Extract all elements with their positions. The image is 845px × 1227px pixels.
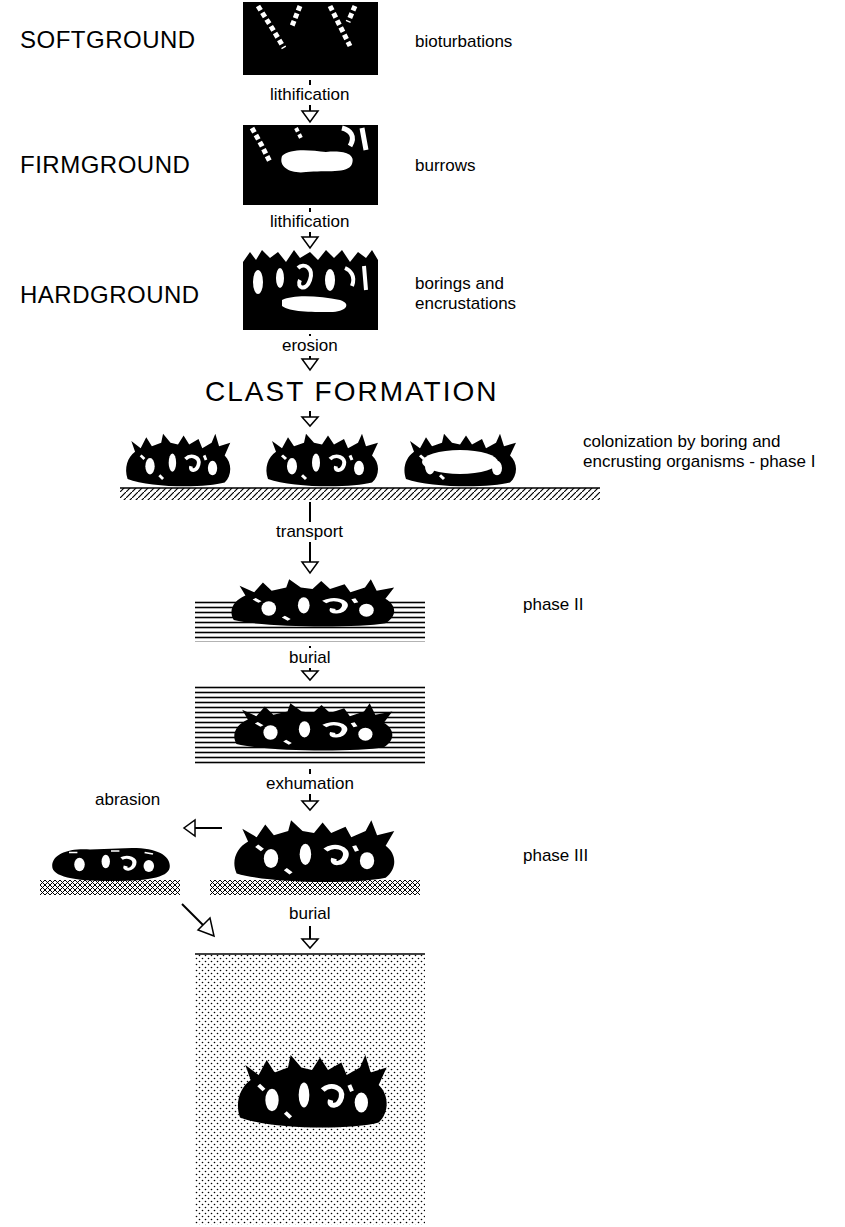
abrasion-arrow <box>184 820 222 836</box>
arrow-head <box>302 359 318 370</box>
flow-arrow <box>182 904 214 936</box>
stage-caption: phase II <box>523 595 584 615</box>
flow-arrow <box>302 926 318 948</box>
softground-block <box>243 2 378 75</box>
hardground-block <box>243 250 378 330</box>
stage-group: CLAST FORMATION colonization by boring an… <box>15 370 837 502</box>
flow-arrow <box>302 411 318 426</box>
stage-heading: HARDGROUND <box>20 280 200 310</box>
stage-caption: burrows <box>415 156 475 176</box>
process-label: burial <box>286 648 334 668</box>
process-label: burial <box>286 904 334 924</box>
process-label: abrasion <box>92 790 163 810</box>
edge-label: lithification <box>267 85 352 105</box>
stage-group: FIRMGROUND burrows <box>15 122 835 208</box>
stage-group: HARDGROUND borings and encrustations <box>15 248 835 334</box>
stage-heading: SOFTGROUND <box>20 25 196 55</box>
stage-heading: FIRMGROUND <box>20 150 190 180</box>
edge-label: transport <box>273 522 346 542</box>
stage-heading: CLAST FORMATION <box>205 376 498 408</box>
arrow-head <box>302 111 318 122</box>
arrow-head <box>302 237 318 248</box>
stage-caption: bioturbations <box>415 32 512 52</box>
stage-caption: borings and encrustations <box>415 274 545 314</box>
edge-label: erosion <box>279 336 341 356</box>
stage-group: phase III <box>225 812 620 898</box>
stage-caption: phase III <box>523 846 588 866</box>
stage-group: phase II <box>190 573 620 645</box>
arrow-head <box>302 562 318 573</box>
buried-clast <box>195 684 425 766</box>
firmground-block <box>243 125 378 205</box>
final-burial <box>195 954 425 1225</box>
stage-caption: colonization by boring and encrusting or… <box>583 432 818 472</box>
process-label: exhumation <box>263 774 357 794</box>
exhumed-clast <box>210 820 420 895</box>
transported-clast <box>195 579 425 642</box>
edge-label: lithification <box>267 212 352 232</box>
stage-group: SOFTGROUND bioturbations <box>15 0 835 80</box>
clasts-phase-1 <box>120 434 600 500</box>
abraded-clast <box>40 848 180 895</box>
